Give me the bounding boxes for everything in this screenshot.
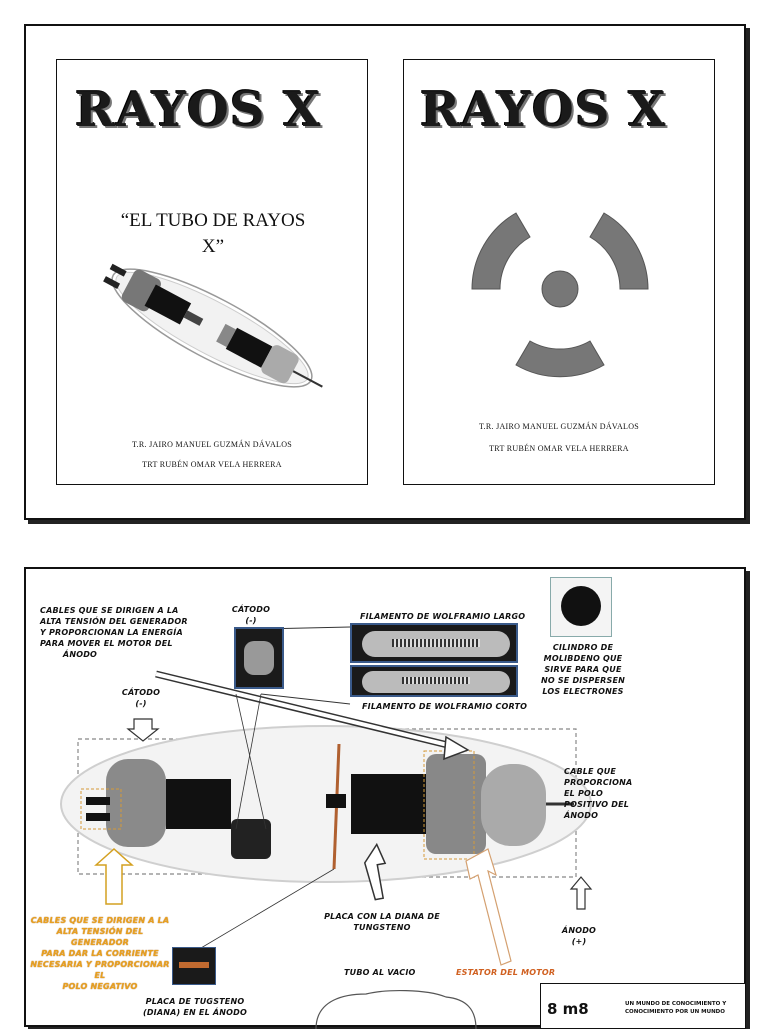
label-filamento-corto: FILAMENTO DE WOLFRAMIO CORTO xyxy=(362,702,528,711)
author-1: T.R. JAIRO MANUEL GUZMÁN DÁVALOS xyxy=(131,440,293,449)
rayos-x-logo: RAYOS X xyxy=(420,82,667,138)
radiation-symbol-icon xyxy=(471,212,649,378)
label-tubo-vacio: TUBO AL VACIO xyxy=(344,968,416,977)
cover-frame: RAYOS X “EL TUBO DE RAYOS X” T.R. JAIRO … xyxy=(24,24,746,520)
label-anodo: ÁNODO(+) xyxy=(561,926,597,946)
author-1: T.R. JAIRO MANUEL GUZMÁN DÁVALOS xyxy=(478,422,640,431)
label-catodo-left: CÁTODO(-) xyxy=(121,688,161,708)
author-2: TRT RUBÉN OMAR VELA HERRERA xyxy=(489,444,629,453)
molybdenum-cylinder-icon xyxy=(550,577,612,637)
subtitle-line-1: “EL TUBO DE RAYOS xyxy=(120,210,306,231)
xray-tube-illustration xyxy=(103,263,323,388)
tube-diagram-drawing xyxy=(60,626,593,1029)
rayos-x-logo: RAYOS X xyxy=(75,82,322,138)
filament-short-zoom xyxy=(350,665,518,697)
cover-card-radiation: RAYOS X T.R. JAIRO MANUEL GUZMÁN DÁVALOS… xyxy=(403,59,715,485)
cover-subtitle: “EL TUBO DE RAYOS X” xyxy=(57,208,369,260)
tungsten-plate-zoom xyxy=(172,947,216,985)
subtitle-line-2: X” xyxy=(201,236,225,257)
author-2: TRT RUBÉN OMAR VELA HERRERA xyxy=(142,460,282,469)
label-placa-tugsteno: PLACA DE TUGSTENO(DIANA) EN EL ÁNODO xyxy=(142,997,247,1017)
label-estator: ESTATOR DEL MOTOR xyxy=(456,968,556,977)
cathode-zoom xyxy=(234,627,284,689)
label-catodo-top: CÁTODO(-) xyxy=(231,605,271,625)
cover-card-tube: RAYOS X “EL TUBO DE RAYOS X” T.R. JAIRO … xyxy=(56,59,368,485)
label-filamento-largo: FILAMENTO DE WOLFRAMIO LARGO xyxy=(360,612,526,621)
brand-mark-logo: 8 m8 xyxy=(547,1000,589,1018)
filament-long-zoom xyxy=(350,623,518,663)
